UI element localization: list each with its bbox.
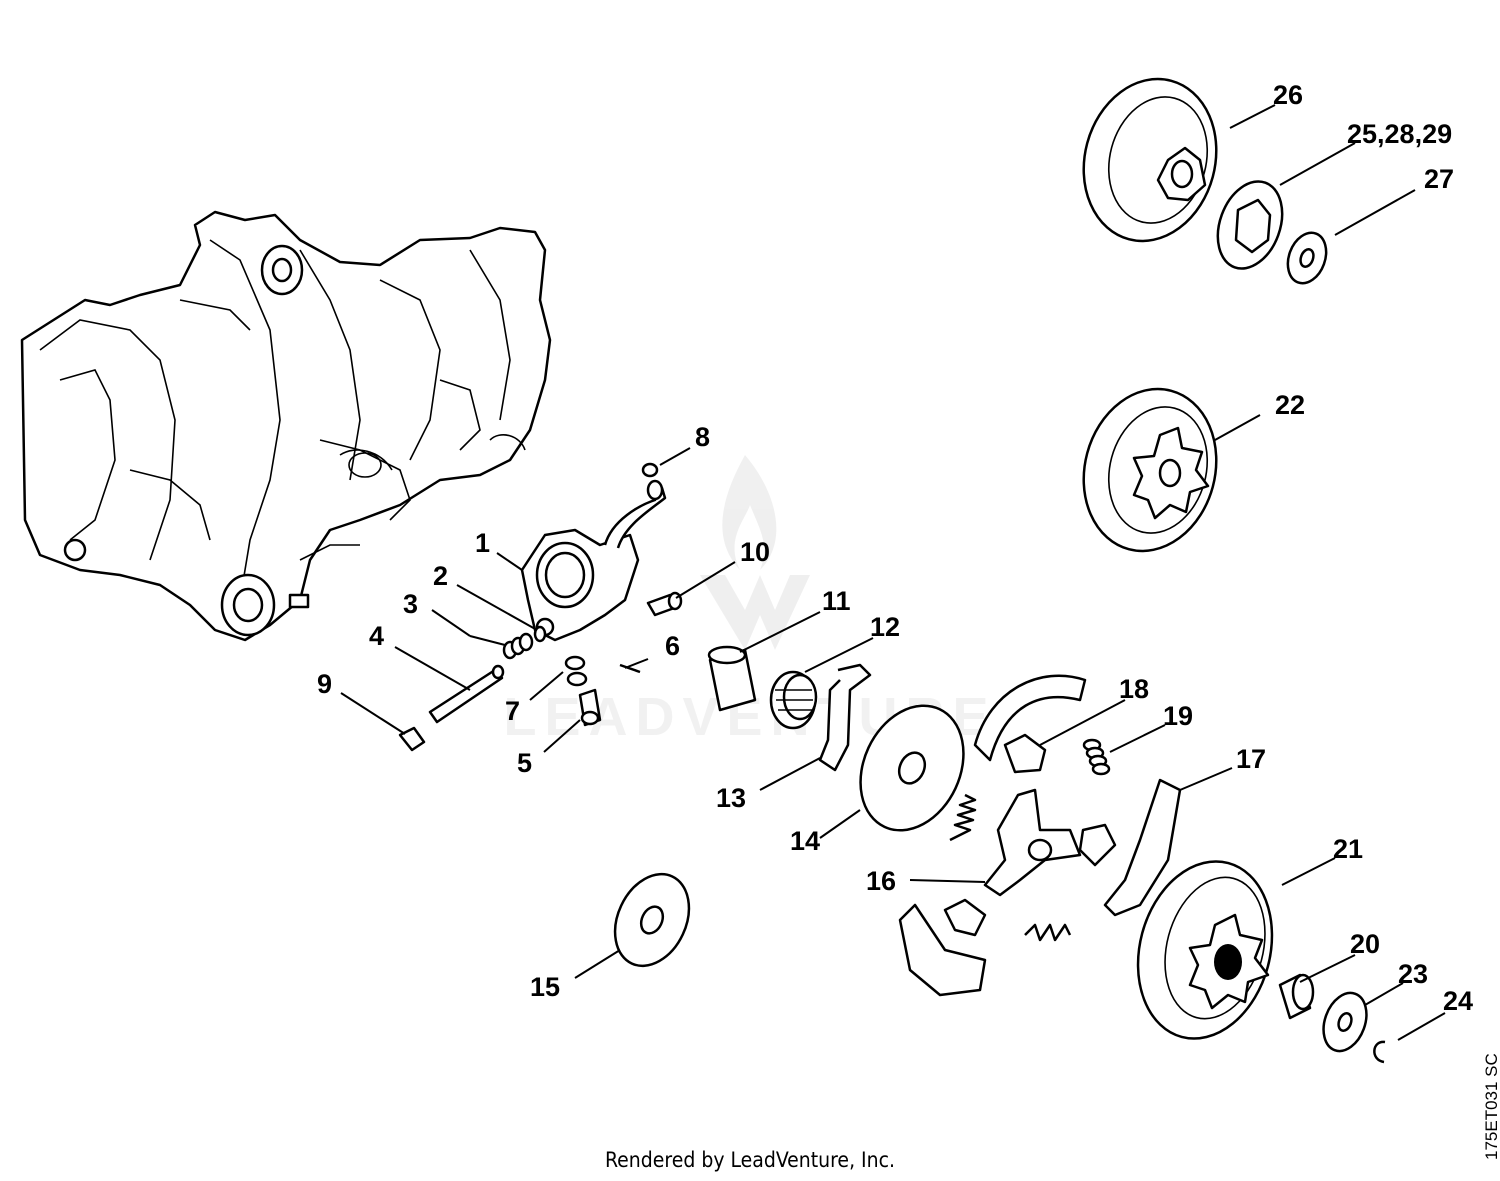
callout-1: 1 xyxy=(475,528,490,558)
clutch-shoe-upper xyxy=(973,674,1087,762)
callout-8: 8 xyxy=(695,422,710,452)
spring-13 xyxy=(818,663,872,772)
callout-2: 2 xyxy=(433,561,448,591)
callout-21: 21 xyxy=(1333,834,1363,864)
oil-pump xyxy=(520,479,667,642)
callout-22: 22 xyxy=(1275,390,1305,420)
clutch-shoe-lower xyxy=(898,903,987,997)
worm-sleeve-11 xyxy=(707,645,757,712)
clutch-drum-21 xyxy=(1136,860,1274,1040)
washer-2 xyxy=(533,625,547,643)
clutch-shoe-17 xyxy=(1103,778,1182,917)
callout-6: 6 xyxy=(665,631,680,661)
clutch-drum-22 xyxy=(1082,387,1218,553)
drawing-code: 175ET031 SC xyxy=(1482,1053,1500,1160)
o-ring-8 xyxy=(641,462,659,478)
callout-11: 11 xyxy=(822,586,851,616)
clutch-pad-lower xyxy=(943,898,987,937)
clutch-pad-right xyxy=(1078,823,1117,867)
spring-3 xyxy=(502,632,534,660)
adjusting-screw-4 xyxy=(428,664,505,724)
callout-labels: 1 2 3 4 5 6 7 8 9 10 11 12 13 14 15 16 1… xyxy=(317,80,1473,1016)
footer-credit: Rendered by LeadVenture, Inc. xyxy=(605,1148,895,1172)
e-clip-24 xyxy=(1373,1040,1386,1064)
callout-26: 26 xyxy=(1273,80,1303,110)
leader-lines xyxy=(340,104,1446,1041)
callout-16: 16 xyxy=(866,866,896,896)
callout-7: 7 xyxy=(505,696,520,726)
washer-15 xyxy=(613,872,691,968)
callout-24: 24 xyxy=(1443,986,1473,1016)
spring-lower xyxy=(1024,923,1072,942)
washer-23 xyxy=(1322,991,1368,1053)
plug-9 xyxy=(398,726,426,752)
o-rings-7 xyxy=(564,655,588,687)
callout-27: 27 xyxy=(1424,164,1454,194)
callout-20: 20 xyxy=(1350,929,1380,959)
callout-23: 23 xyxy=(1398,959,1428,989)
callout-3: 3 xyxy=(403,589,418,619)
callout-17: 17 xyxy=(1236,744,1266,774)
screw-10 xyxy=(646,591,683,617)
spring-upper xyxy=(949,793,977,842)
callout-4: 4 xyxy=(369,621,384,651)
valve-5 xyxy=(578,688,602,727)
callout-12: 12 xyxy=(870,612,900,642)
callout-10: 10 xyxy=(740,537,770,567)
callout-19: 19 xyxy=(1163,701,1193,731)
clutch-carrier-16 xyxy=(983,788,1082,897)
spring-19 xyxy=(1082,738,1111,776)
pin-6 xyxy=(619,663,641,674)
thrust-washer-14 xyxy=(859,704,965,832)
crankcase-housing xyxy=(20,210,552,642)
rim-sprocket-25-28-29 xyxy=(1216,180,1284,270)
worm-gear-12 xyxy=(769,670,818,730)
clutch-drum-26 xyxy=(1082,77,1218,243)
callout-14: 14 xyxy=(790,826,820,856)
callout-25-28-29: 25,28,29 xyxy=(1347,119,1452,149)
washer-27 xyxy=(1286,231,1328,285)
callout-13: 13 xyxy=(716,783,746,813)
callout-9: 9 xyxy=(317,669,332,699)
needle-cage-20 xyxy=(1278,973,1315,1020)
clutch-pad-18 xyxy=(1003,733,1047,774)
callout-15: 15 xyxy=(530,972,560,1002)
callout-5: 5 xyxy=(517,748,532,778)
callout-18: 18 xyxy=(1119,674,1149,704)
